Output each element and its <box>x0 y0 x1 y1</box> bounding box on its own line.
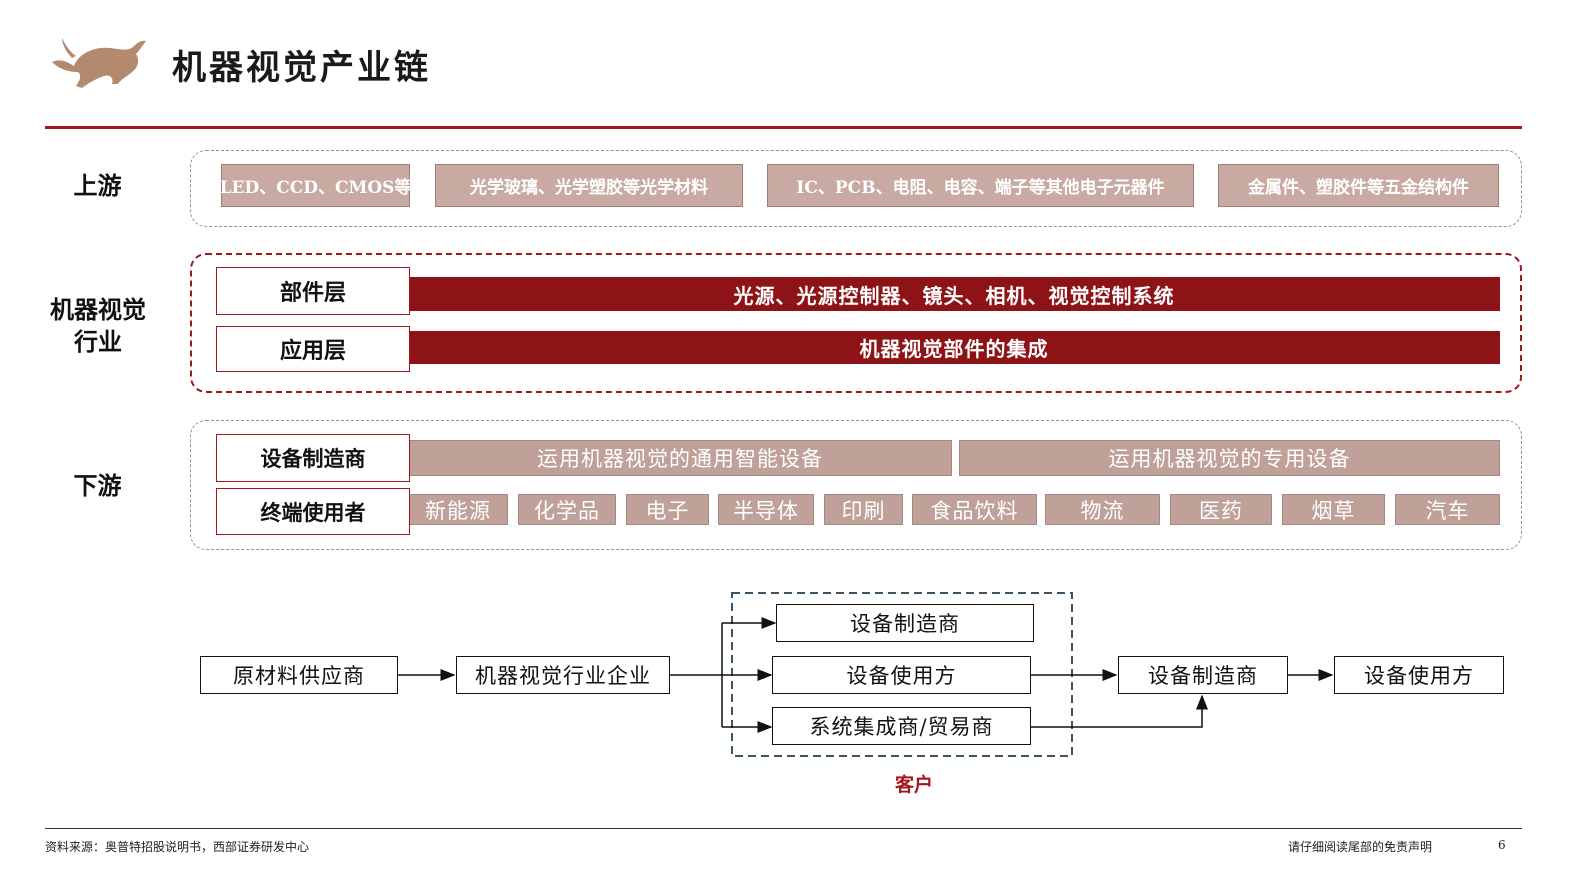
sector-tile: 新能源 <box>408 494 508 525</box>
sector-tile: 烟草 <box>1282 494 1385 525</box>
customer-label: 客户 <box>895 774 934 796</box>
component-layer-bar: 光源、光源控制器、镜头、相机、视觉控制系统 <box>408 277 1500 311</box>
page-title: 机器视觉产业链 <box>172 48 431 88</box>
upstream-item: 金属件、塑胶件等五金结构件 <box>1218 164 1499 207</box>
sector-tile: 印刷 <box>824 494 903 525</box>
downstream-container <box>190 420 1522 550</box>
flow-mv-enterprise: 机器视觉行业企业 <box>456 656 670 694</box>
sector-tile: 化学品 <box>518 494 616 525</box>
row-label-upstream: 上游 <box>73 171 122 200</box>
disclaimer-note: 请仔细阅读尾部的免责声明 <box>1288 840 1433 854</box>
flow-equipment-user: 设备使用方 <box>772 656 1031 694</box>
industry-container <box>190 253 1522 393</box>
page-number: 6 <box>1498 838 1506 852</box>
row-label-downstream: 下游 <box>73 471 122 500</box>
flow-final-maker: 设备制造商 <box>1118 656 1288 694</box>
flow-final-user: 设备使用方 <box>1334 656 1504 694</box>
flow-equipment-maker: 设备制造商 <box>776 604 1034 642</box>
footer-divider <box>45 828 1522 829</box>
sector-tile: 食品饮料 <box>912 494 1037 525</box>
special-equipment-bar: 运用机器视觉的专用设备 <box>959 440 1500 476</box>
upstream-item: LED、CCD、CMOS等 <box>220 164 411 207</box>
bull-logo <box>52 38 146 88</box>
component-layer-label: 部件层 <box>216 267 410 315</box>
sector-tile: 医药 <box>1170 494 1272 525</box>
general-equipment-bar: 运用机器视觉的通用智能设备 <box>408 440 952 476</box>
sector-tile: 电子 <box>626 494 709 525</box>
end-user-label: 终端使用者 <box>216 488 410 535</box>
flow-integrator: 系统集成商/贸易商 <box>772 707 1031 745</box>
flow-raw-supplier: 原材料供应商 <box>200 656 398 694</box>
upstream-item: IC、PCB、电阻、电容、端子等其他电子元器件 <box>767 164 1194 207</box>
upstream-item: 光学玻璃、光学塑胶等光学材料 <box>435 164 743 207</box>
sector-tile: 汽车 <box>1395 494 1500 525</box>
source-note: 资料来源：奥普特招股说明书，西部证券研发中心 <box>45 840 310 854</box>
sector-tile: 半导体 <box>718 494 814 525</box>
row-label-industry-line1: 机器视觉 <box>50 295 146 324</box>
application-layer-label: 应用层 <box>216 326 410 372</box>
application-layer-bar: 机器视觉部件的集成 <box>408 331 1500 364</box>
upstream-container <box>190 150 1522 227</box>
row-label-industry-line2: 行业 <box>74 327 122 356</box>
sector-tile: 物流 <box>1045 494 1160 525</box>
title-divider <box>45 126 1522 129</box>
equipment-maker-label: 设备制造商 <box>216 434 410 482</box>
